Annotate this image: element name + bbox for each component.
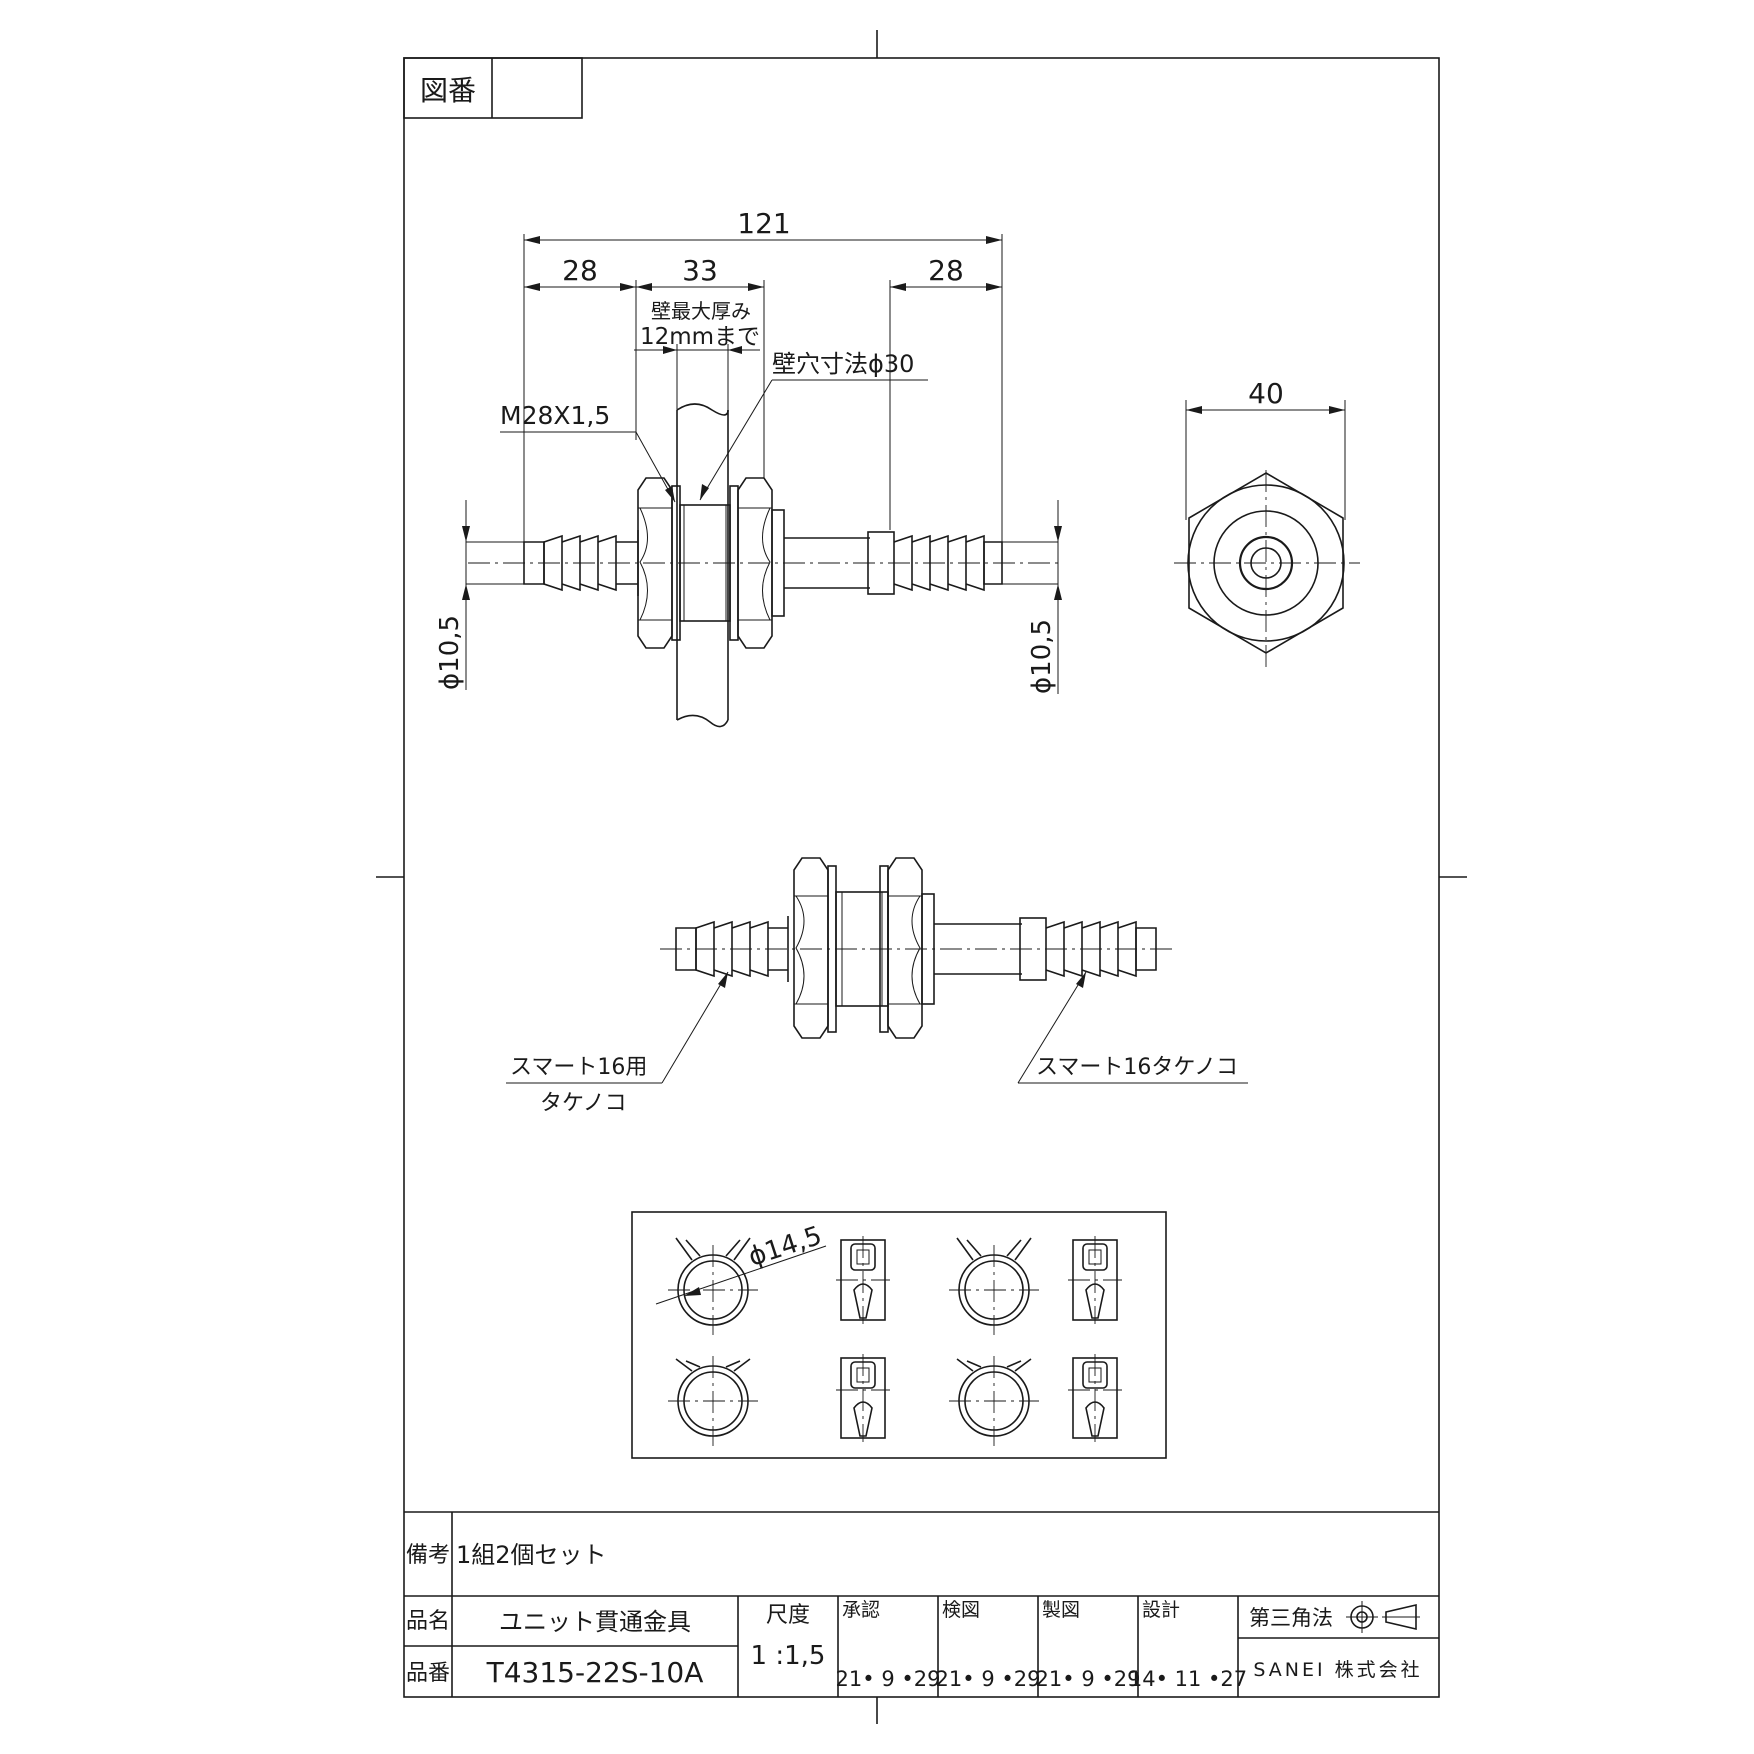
drawing-number-label: 図番 (420, 74, 476, 107)
sheet-frame (376, 30, 1467, 1724)
checked-label: 検図 (942, 1599, 980, 1621)
product-name-value: ユニット貫通金具 (499, 1608, 691, 1636)
dim-right-diameter: ϕ10,5 (1027, 619, 1057, 694)
dim-hex-width: 40 (1248, 377, 1284, 410)
title-block: 備考 1組2個セット 品名 ユニット貫通金具 品番 T4315-22S-10A … (404, 1511, 1439, 1697)
approved-label: 承認 (842, 1599, 880, 1621)
assembly-view (660, 857, 1172, 1039)
dim-wall-hole: 壁穴寸法ϕ30 (772, 350, 914, 378)
product-number-label: 品番 (406, 1661, 450, 1686)
clamp-side-view (1068, 1236, 1122, 1324)
clamp-ring (949, 1237, 1039, 1335)
drawn-label: 製図 (1042, 1599, 1080, 1621)
projection-label: 第三角法 (1249, 1606, 1333, 1630)
third-angle-projection-icon (1346, 1601, 1420, 1633)
dim-clamp-diameter: ϕ14,5 (745, 1221, 826, 1273)
callout-right: スマート16タケノコ (1036, 1055, 1238, 1080)
dim-overall-length: 121 (737, 207, 790, 240)
end-view: 40 (1174, 377, 1360, 672)
clamp-ring (949, 1356, 1039, 1446)
dim-thread: M28X1,5 (500, 401, 610, 430)
remarks-label: 備考 (406, 1543, 450, 1568)
drawn-date: 21• 9 •29 (1036, 1667, 1141, 1691)
callout-left-line1: スマート16用 (510, 1055, 647, 1080)
dim-wall-thickness-line1: 壁最大厚み (651, 299, 751, 323)
dim-left-diameter: ϕ10,5 (435, 615, 465, 690)
approved-date: 21• 9 •29 (836, 1667, 941, 1691)
remarks-value: 1組2個セット (456, 1541, 607, 1569)
hose-clamps: ϕ14,5 (631, 1211, 1167, 1459)
dim-right-length: 28 (928, 254, 964, 287)
dim-wall-thickness-line2: 12mmまで (640, 324, 760, 350)
drawing-number-box: 図番 (403, 57, 583, 119)
scale-label: 尺度 (766, 1603, 810, 1628)
designed-label: 設計 (1142, 1599, 1180, 1621)
dim-center-length: 33 (682, 254, 718, 287)
company-name: SANEI 株式会社 (1253, 1659, 1422, 1681)
designed-date: 14• 11 •27 (1129, 1667, 1247, 1691)
front-view-dimensions: 121 28 33 28 壁最大厚み 12mmまで 壁穴寸法ϕ30 M28X1,… (435, 207, 1062, 694)
dim-left-length: 28 (562, 254, 598, 287)
clamp-ring (668, 1237, 758, 1335)
callout-left-line2: タケノコ (540, 1091, 627, 1116)
clamp-side-view (836, 1354, 890, 1442)
front-view (468, 403, 1060, 728)
clamp-ring (668, 1356, 758, 1446)
checked-date: 21• 9 •29 (936, 1667, 1041, 1691)
scale-value: 1 :1,5 (751, 1641, 826, 1671)
callouts: スマート16用 タケノコ スマート16タケノコ (506, 971, 1248, 1116)
product-number-value: T4315-22S-10A (486, 1656, 704, 1689)
clamp-side-view (1068, 1354, 1122, 1442)
product-name-label: 品名 (406, 1609, 450, 1634)
clamp-side-view (836, 1236, 890, 1324)
